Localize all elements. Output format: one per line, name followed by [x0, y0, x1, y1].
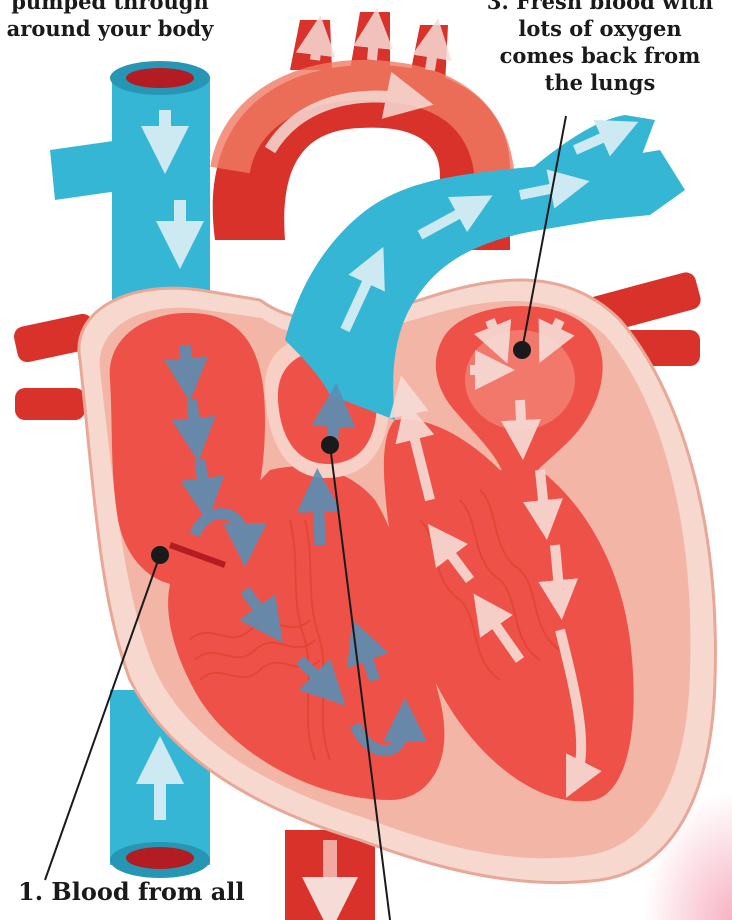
label-line: the lungs — [440, 69, 732, 96]
label-pumped-around-body: pumped through around your body — [0, 0, 260, 42]
label-line: around your body — [0, 15, 260, 42]
label-line: 3. Fresh blood with — [440, 0, 732, 15]
label-blood-from-all: 1. Blood from all — [18, 878, 244, 905]
label-line: pumped through — [0, 0, 260, 15]
label-line: lots of oxygen — [440, 15, 732, 42]
descending-aorta — [285, 830, 375, 920]
label-line: comes back from — [440, 42, 732, 69]
label-fresh-blood: 3. Fresh blood with lots of oxygen comes… — [440, 0, 732, 96]
